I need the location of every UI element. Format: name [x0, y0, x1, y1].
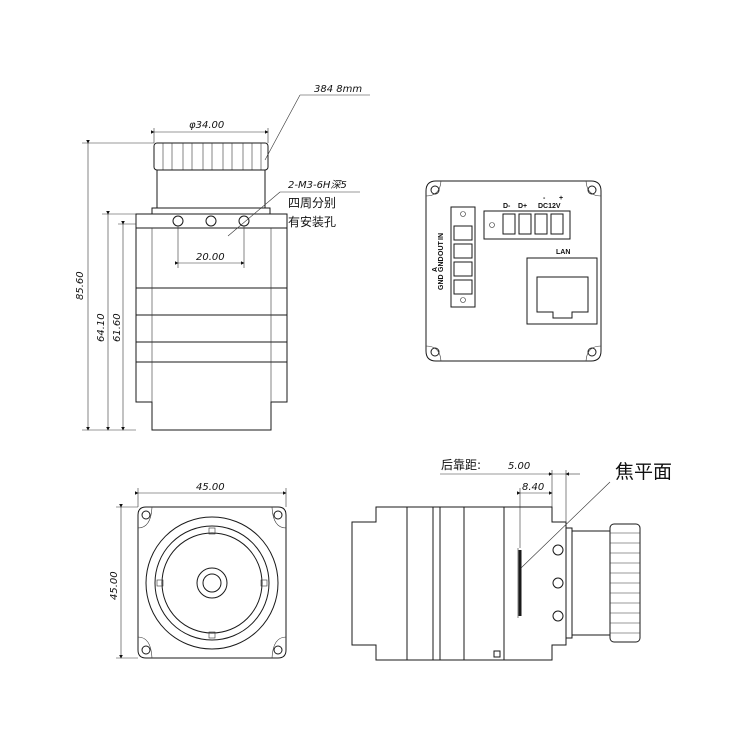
pin-plus: +	[559, 195, 563, 202]
front-height-dim: 45.00	[109, 571, 120, 600]
flange-value: 8.40	[522, 482, 544, 493]
lens-diameter-dim: φ34.00	[189, 120, 224, 131]
thread-note-line2: 四周分别	[288, 196, 336, 210]
lan-port	[526, 257, 598, 325]
side-view: φ34.00 384 8mm 2-M3-6H深5 四周分别 有安装孔 20.00…	[75, 84, 370, 431]
front-width-dim: 45.00	[196, 482, 225, 493]
io-label-gnd-1: GND	[438, 256, 445, 272]
io-terminal	[450, 206, 476, 308]
focal-plane-label: 焦平面	[615, 461, 672, 483]
io-label-gnd-2: GND	[438, 274, 445, 290]
pin-d-plus: D+	[518, 203, 527, 210]
power-label: DC12V	[538, 203, 561, 210]
lens-barrel	[156, 169, 266, 209]
lens-ring	[153, 142, 269, 171]
lens-ring-top	[609, 523, 641, 643]
back-focus-value: 5.00	[508, 461, 530, 472]
io-label-out: OUT	[438, 241, 445, 257]
inner-height-dim: 61.60	[112, 313, 123, 342]
body-height-dim: 64.10	[96, 313, 107, 342]
back-focus-label: 后靠距:	[441, 458, 481, 472]
hole-spacing-dim: 20.00	[196, 252, 225, 263]
lens-mount	[151, 207, 271, 215]
front-view: 45.00 45.00	[109, 482, 287, 659]
io-label-a: A	[432, 267, 439, 272]
thread-note-line3: 有安装孔	[288, 214, 336, 229]
lan-label: LAN	[556, 249, 570, 256]
top-view: 后靠距: 5.00 8.40 焦平面	[351, 458, 672, 661]
io-label-in: IN	[438, 233, 445, 240]
pin-minus: -	[543, 195, 546, 202]
camera-body-side	[135, 213, 288, 431]
overall-height-dim: 85.60	[75, 271, 86, 300]
thread-note: 2-M3-6H深5	[288, 179, 347, 191]
power-terminal	[483, 210, 571, 240]
lens-length-dim: 384 8mm	[314, 84, 362, 95]
pin-d-minus: D-	[503, 203, 511, 210]
back-view: IN OUT GND GND A D- D+ - + DC12V LAN	[425, 180, 602, 362]
